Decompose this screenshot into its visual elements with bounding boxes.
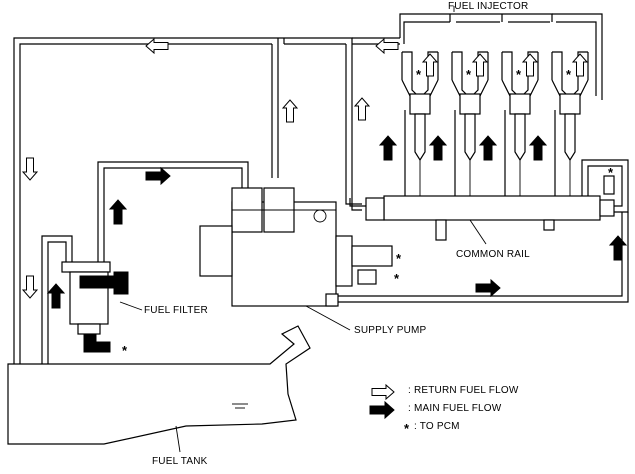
fuel-tank-label: FUEL TANK (152, 456, 208, 467)
legend-main-flow: : MAIN FUEL FLOW (408, 403, 502, 414)
pcm-marker-pump-2: * (394, 271, 400, 286)
leader-lines (119, 6, 487, 453)
common-rail (365, 175, 615, 241)
pcm-marker-injector-2: * (466, 67, 472, 82)
pcm-marker-rail: * (608, 165, 614, 180)
pcm-marker-injector-3: * (516, 67, 522, 82)
supply-pump (199, 187, 393, 307)
pcm-marker-injector-4: * (566, 67, 572, 82)
supply-pump-label: SUPPLY PUMP (354, 325, 427, 336)
legend-pcm-marker: * (404, 421, 410, 436)
legend-return-flow: : RETURN FUEL FLOW (408, 385, 519, 396)
common-rail-label: COMMON RAIL (456, 249, 530, 260)
pcm-marker-filter: * (122, 343, 128, 358)
legend-to-pcm: : TO PCM (414, 421, 460, 432)
fuel-filter-label: FUEL FILTER (144, 305, 208, 316)
fuel-tank (7, 325, 311, 445)
fuel-injector-1 (401, 51, 439, 196)
fuel-injector-4 (551, 51, 589, 196)
pcm-marker-injector-1: * (416, 67, 422, 82)
fuel-injector-3 (501, 51, 539, 196)
fuel-injector-label: FUEL INJECTOR (448, 1, 529, 12)
pcm-marker-pump-1: * (396, 251, 402, 266)
return-pipes (13, 13, 603, 414)
fuel-injectors (401, 51, 589, 196)
fuel-filter (61, 261, 129, 353)
